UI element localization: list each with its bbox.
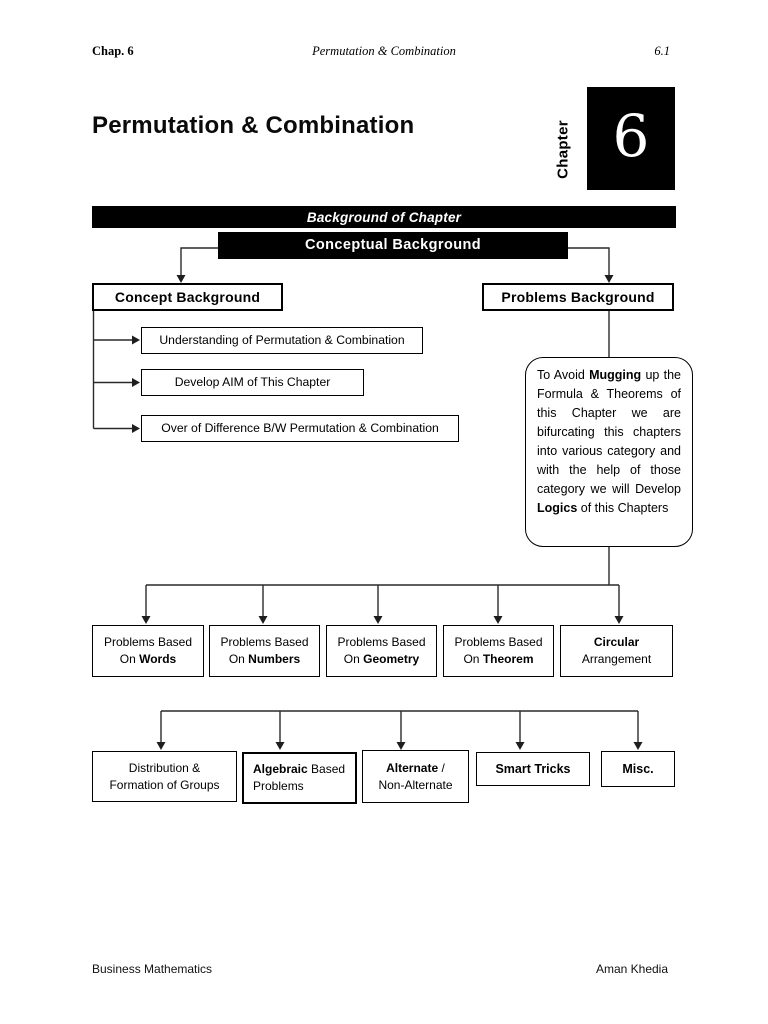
node-understanding: Understanding of Permutation & Combinati… [141, 327, 423, 354]
node-distribution-groups: Distribution &Formation of Groups [92, 751, 237, 802]
connector-note-to-row1 [141, 546, 624, 624]
connector-concept-trunk [92, 311, 140, 433]
node-develop-aim: Develop AIM of This Chapter [141, 369, 364, 396]
connector-row2-bracket [156, 710, 643, 750]
chapter-label: Chapter [554, 120, 572, 179]
connector-root-to-problems [568, 247, 614, 283]
header-chapter-ref: Chap. 6 [92, 44, 134, 58]
node-problems-background: Problems Background [482, 283, 674, 311]
chapter-number: 6 [612, 101, 650, 170]
node-difference: Over of Difference B/W Permutation & Com… [141, 415, 459, 442]
note-avoid-mugging: To Avoid Mugging up the Formula & Theore… [525, 357, 693, 547]
header-page-number: 6.1 [654, 44, 670, 58]
node-conceptual-background: Conceptual Background [218, 232, 568, 259]
footer-book-title: Business Mathematics [92, 962, 213, 976]
chapter-number-box: 6 [587, 87, 675, 190]
node-alternate: Alternate /Non-Alternate [362, 750, 469, 803]
footer-author: Aman Khedia [595, 962, 668, 976]
node-concept-background: Concept Background [92, 283, 283, 311]
header-title: Permutation & Combination [312, 44, 456, 58]
section-bar: Background of Chapter [92, 206, 676, 228]
node-smart-tricks: Smart Tricks [476, 752, 590, 786]
node-misc: Misc. [601, 751, 675, 787]
page-title: Permutation & Combination [92, 112, 415, 139]
connector-root-to-concept [176, 247, 218, 283]
